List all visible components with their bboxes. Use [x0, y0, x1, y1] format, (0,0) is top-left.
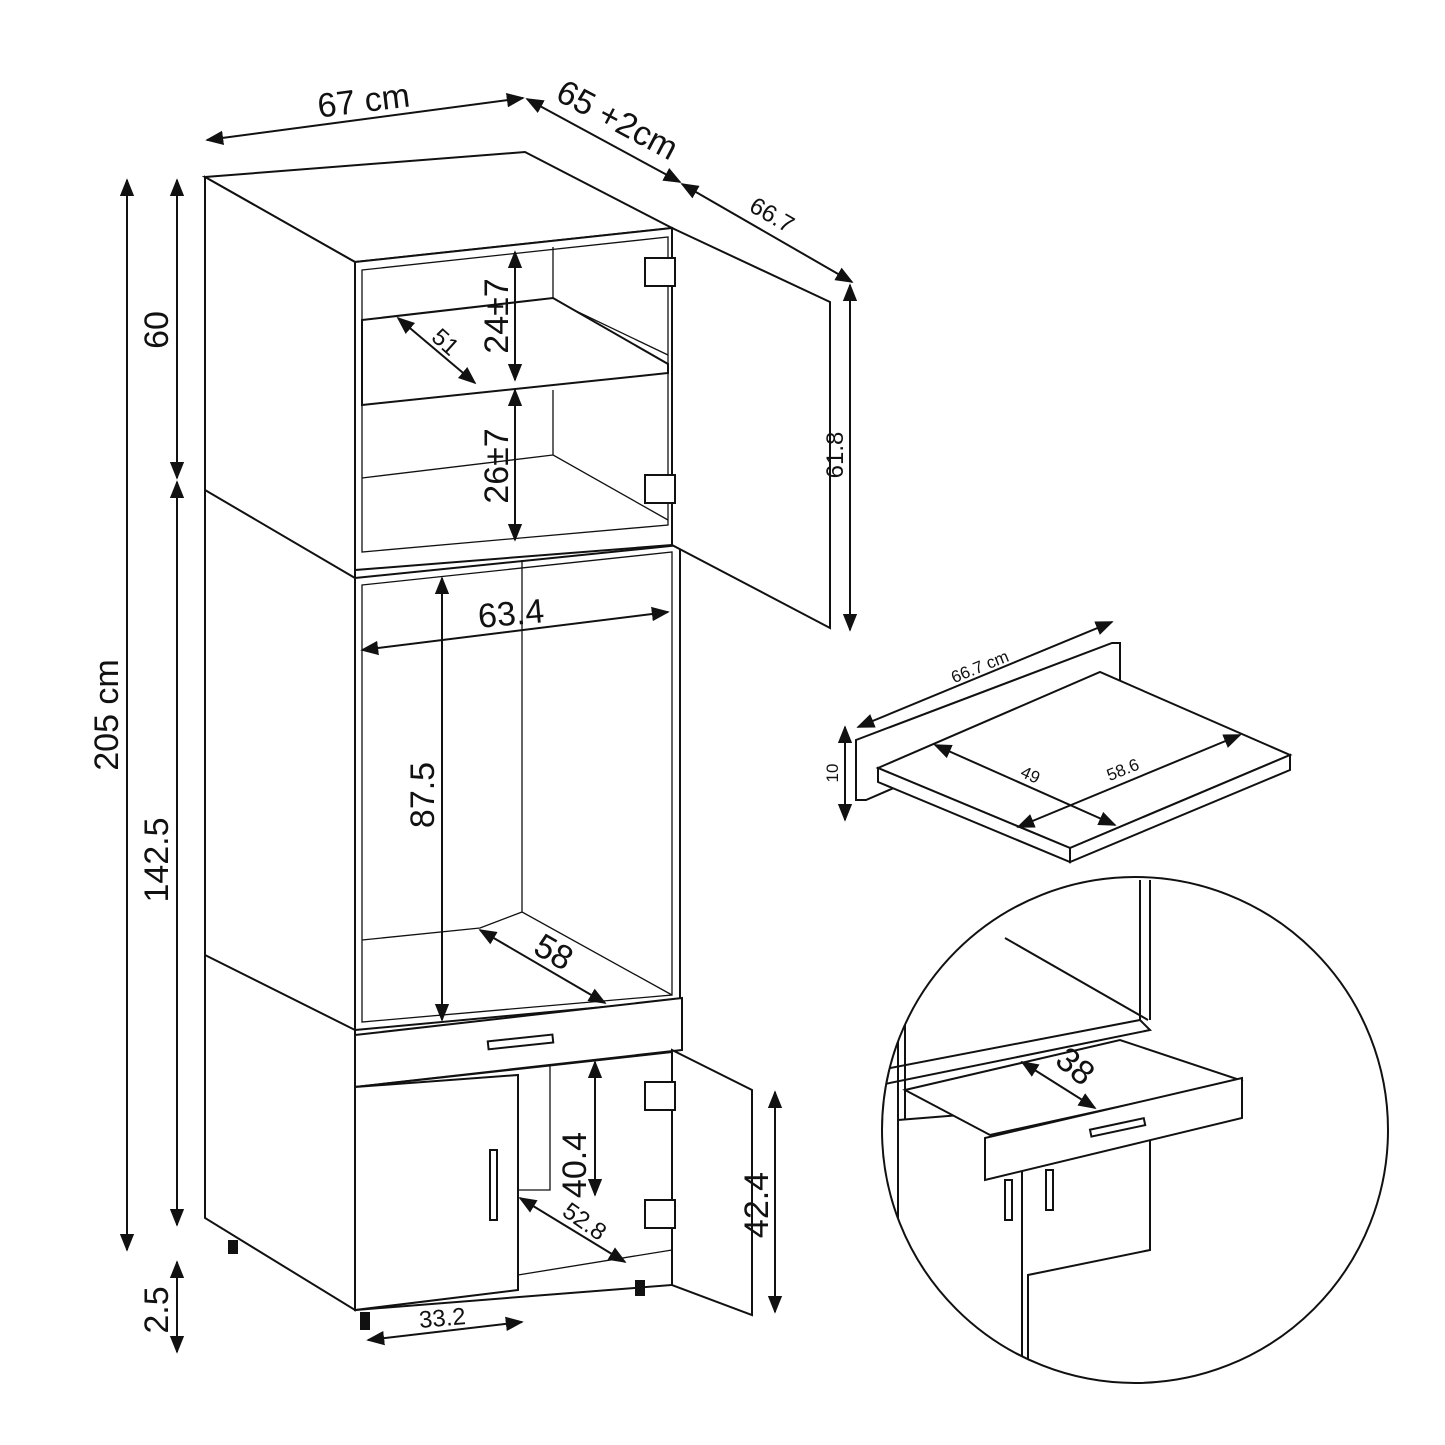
shelf-detail: 66.7 cm 10 49 58.6 — [823, 621, 1293, 864]
niche-height-label: 87.5 — [404, 762, 442, 828]
door-depth-label: 66.7 — [745, 192, 799, 239]
shelf-board — [875, 670, 1293, 850]
lower-left-door-handle[interactable] — [489, 1149, 498, 1221]
upper-right-door[interactable] — [671, 226, 831, 630]
drawer-handle[interactable] — [486, 1033, 555, 1051]
upper-door-height-label: 61.8 — [822, 432, 849, 479]
detail-circle — [881, 876, 1389, 1384]
niche-width-label: 63.4 — [476, 592, 545, 636]
total-height-label: 205 cm — [88, 659, 126, 771]
upper-height-label: 60 — [138, 311, 176, 349]
depth-top-label: 65 +2cm — [550, 73, 684, 168]
leg-icon — [228, 1240, 645, 1330]
lower-inner-height-label: 40.4 — [556, 1132, 594, 1198]
lower-left-door[interactable] — [354, 1073, 519, 1312]
open-drawer-handle — [1088, 1117, 1147, 1138]
shelf-height-label: 10 — [823, 764, 842, 783]
cabinet-side-panel — [204, 175, 356, 1312]
lower-shelf-gap-label: 26±7 — [478, 428, 516, 503]
leg-height-label: 2.5 — [138, 1286, 176, 1333]
lower-door-width-label: 33.2 — [418, 1303, 467, 1334]
shelf-width-label: 66.7 cm — [948, 647, 1011, 687]
dimension-lines — [119, 92, 858, 1354]
drawer-detail: 38 — [881, 876, 1389, 1384]
lower-height-label: 142.5 — [138, 817, 176, 902]
width-top-label: 67 cm — [315, 77, 412, 126]
lower-door-height-label: 42.4 — [738, 1172, 776, 1238]
cabinet — [201, 150, 831, 1330]
upper-shelf-gap-label: 24±7 — [478, 278, 516, 353]
hinge-icon — [644, 257, 676, 1229]
